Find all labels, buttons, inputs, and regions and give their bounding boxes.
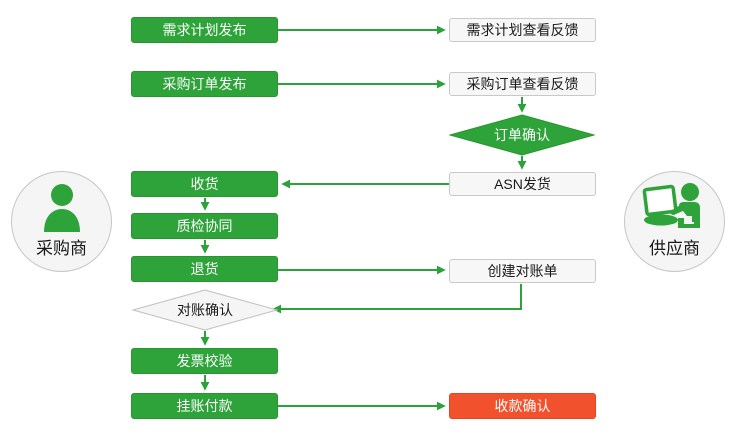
flow-node-purchase-order-publish: 采购订单发布 bbox=[131, 71, 278, 97]
supplier-label: 供应商 bbox=[649, 239, 700, 258]
flow-decision-statement-confirm: 对账确认 bbox=[132, 289, 278, 331]
flow-node-asn-shipment: ASN发货 bbox=[449, 172, 596, 196]
buyer-actor-badge: 采购商 bbox=[11, 171, 112, 272]
flow-node-return-goods: 退货 bbox=[131, 256, 278, 282]
buyer-person-icon bbox=[12, 182, 111, 232]
flow-node-quality-inspection: 质检协同 bbox=[131, 213, 278, 239]
supplier-actor-badge: 供应商 bbox=[624, 171, 725, 272]
diamond-shape bbox=[132, 289, 278, 331]
flow-decision-order-confirm: 订单确认 bbox=[449, 114, 595, 156]
flow-node-purchase-order-feedback: 采购订单查看反馈 bbox=[449, 72, 596, 96]
buyer-label: 采购商 bbox=[36, 239, 87, 258]
flow-node-account-payment: 挂账付款 bbox=[131, 393, 278, 419]
flow-node-demand-plan-publish: 需求计划发布 bbox=[131, 17, 278, 43]
flow-node-create-statement: 创建对账单 bbox=[449, 259, 596, 283]
flow-node-demand-plan-feedback: 需求计划查看反馈 bbox=[449, 18, 596, 42]
diamond-shape bbox=[449, 114, 595, 156]
supplier-computer-person-icon bbox=[625, 182, 724, 234]
decision-label: 订单确认 bbox=[494, 127, 550, 143]
flow-node-receipt-confirm: 收款确认 bbox=[449, 393, 596, 419]
flow-node-invoice-verification: 发票校验 bbox=[131, 348, 278, 374]
decision-label: 对账确认 bbox=[177, 302, 233, 318]
flow-node-receive-goods: 收货 bbox=[131, 171, 278, 197]
